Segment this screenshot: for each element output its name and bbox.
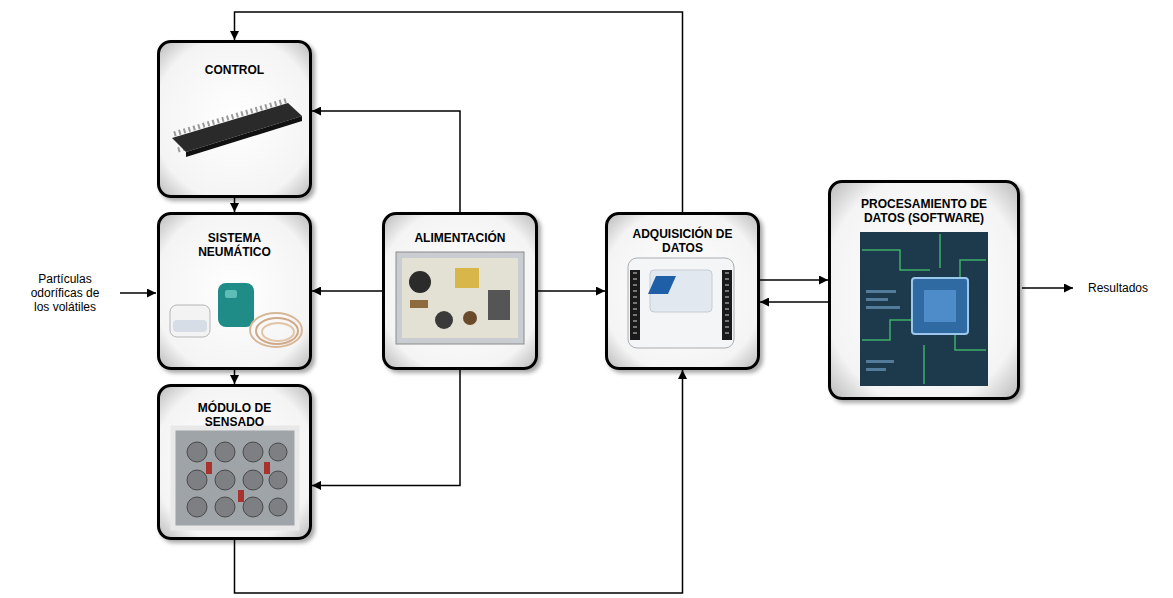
- signal-arrow: [234, 198, 236, 212]
- sensor-lead: [238, 490, 244, 502]
- box-title: CONTROL: [175, 63, 295, 77]
- process-box: PROCESAMIENTO DE DATOS (SOFTWARE): [828, 180, 1020, 400]
- signal-arrow: [538, 290, 605, 292]
- sensor-array-illustration: [173, 428, 297, 528]
- sensor-lead: [206, 462, 212, 474]
- gas-sensor: [215, 442, 235, 462]
- psu-pcb: [402, 258, 518, 338]
- transformer: [455, 268, 479, 288]
- valve-port: [225, 290, 237, 298]
- gas-sensor: [187, 442, 207, 462]
- data-stream: [866, 298, 888, 301]
- input-arrow: [120, 292, 156, 294]
- processor-chip: [912, 278, 968, 334]
- box-title: ALIMENTACIÓN: [395, 231, 525, 245]
- valve: [218, 283, 254, 327]
- chip-body: [172, 103, 302, 152]
- gas-sensor: [215, 470, 235, 490]
- pneumatic-illustration: [170, 283, 302, 347]
- box-fill: [158, 385, 311, 539]
- data-stream: [866, 290, 896, 293]
- terminal-block: [722, 270, 732, 340]
- tube-coil: [250, 313, 302, 347]
- terminal-block: [630, 270, 640, 340]
- resistor: [410, 300, 428, 308]
- process-box: CONTROL: [157, 40, 312, 198]
- chip-side: [186, 116, 302, 157]
- process-box: SISTEMA NEUMÁTICO: [157, 212, 312, 370]
- terminal-screws: [633, 272, 637, 338]
- signal-arrow: [760, 301, 828, 303]
- processor-die: [924, 290, 956, 322]
- box-fill: [158, 213, 311, 369]
- process-box: MÓDULO DE SENSADO: [157, 384, 312, 540]
- gas-sensor: [187, 497, 207, 517]
- tube-coil: [262, 323, 294, 341]
- circuit-trace: [923, 345, 925, 384]
- psu-board: [396, 252, 524, 344]
- box-title: SISTEMA NEUMÁTICO: [185, 231, 285, 259]
- circuit-trace: [939, 234, 941, 268]
- gas-sensor: [243, 497, 263, 517]
- output-arrow: [1022, 287, 1073, 289]
- box-fill: [606, 213, 759, 369]
- signal-arrow: [234, 370, 236, 384]
- output-label: Resultados: [1078, 281, 1158, 295]
- process-box: ADQUISICIÓN DE DATOS: [605, 212, 760, 370]
- gas-sensor: [269, 498, 287, 516]
- daq-case: [628, 258, 734, 348]
- gas-sensor: [269, 471, 287, 489]
- sensor-chamber: [173, 428, 297, 528]
- pump-face: [173, 320, 207, 332]
- signal-arrow: [312, 290, 382, 292]
- heatsink: [488, 290, 510, 320]
- signal-arrow: [312, 370, 460, 485]
- capacitor: [409, 271, 431, 293]
- daq-logo: [648, 276, 676, 294]
- box-fill: [829, 181, 1019, 399]
- gas-sensor: [243, 442, 263, 462]
- gas-sensor: [215, 497, 235, 517]
- data-stream: [866, 360, 894, 363]
- gas-sensor: [187, 470, 207, 490]
- box-title: PROCESAMIENTO DE DATOS (SOFTWARE): [849, 197, 999, 225]
- chip-illustration: [172, 100, 302, 157]
- box-fill: [158, 41, 311, 197]
- input-label: Partículas odoríficas de los volátiles: [25, 272, 105, 314]
- signal-arrow: [760, 279, 828, 281]
- box-title: MÓDULO DE SENSADO: [185, 401, 285, 429]
- capacitor: [435, 311, 453, 329]
- signal-arrow: [312, 111, 460, 212]
- power-supply-illustration: [396, 252, 524, 344]
- box-fill: [383, 213, 537, 369]
- pump: [170, 305, 210, 337]
- circuit-trace: [862, 320, 915, 340]
- gas-sensor: [269, 443, 287, 461]
- terminal-screws: [725, 272, 729, 338]
- inductor: [463, 311, 477, 325]
- circuit-trace: [862, 250, 930, 270]
- box-title: ADQUISICIÓN DE DATOS: [633, 227, 733, 255]
- daq-illustration: [628, 258, 734, 348]
- data-stream: [866, 368, 886, 371]
- data-stream: [866, 306, 900, 309]
- circuit-background: [860, 232, 988, 386]
- gas-sensor: [243, 470, 263, 490]
- software-illustration: [860, 232, 988, 386]
- sensor-lead: [264, 462, 270, 474]
- tube-coil: [256, 318, 298, 344]
- signal-arrow: [235, 370, 683, 593]
- process-box: ALIMENTACIÓN: [382, 212, 538, 370]
